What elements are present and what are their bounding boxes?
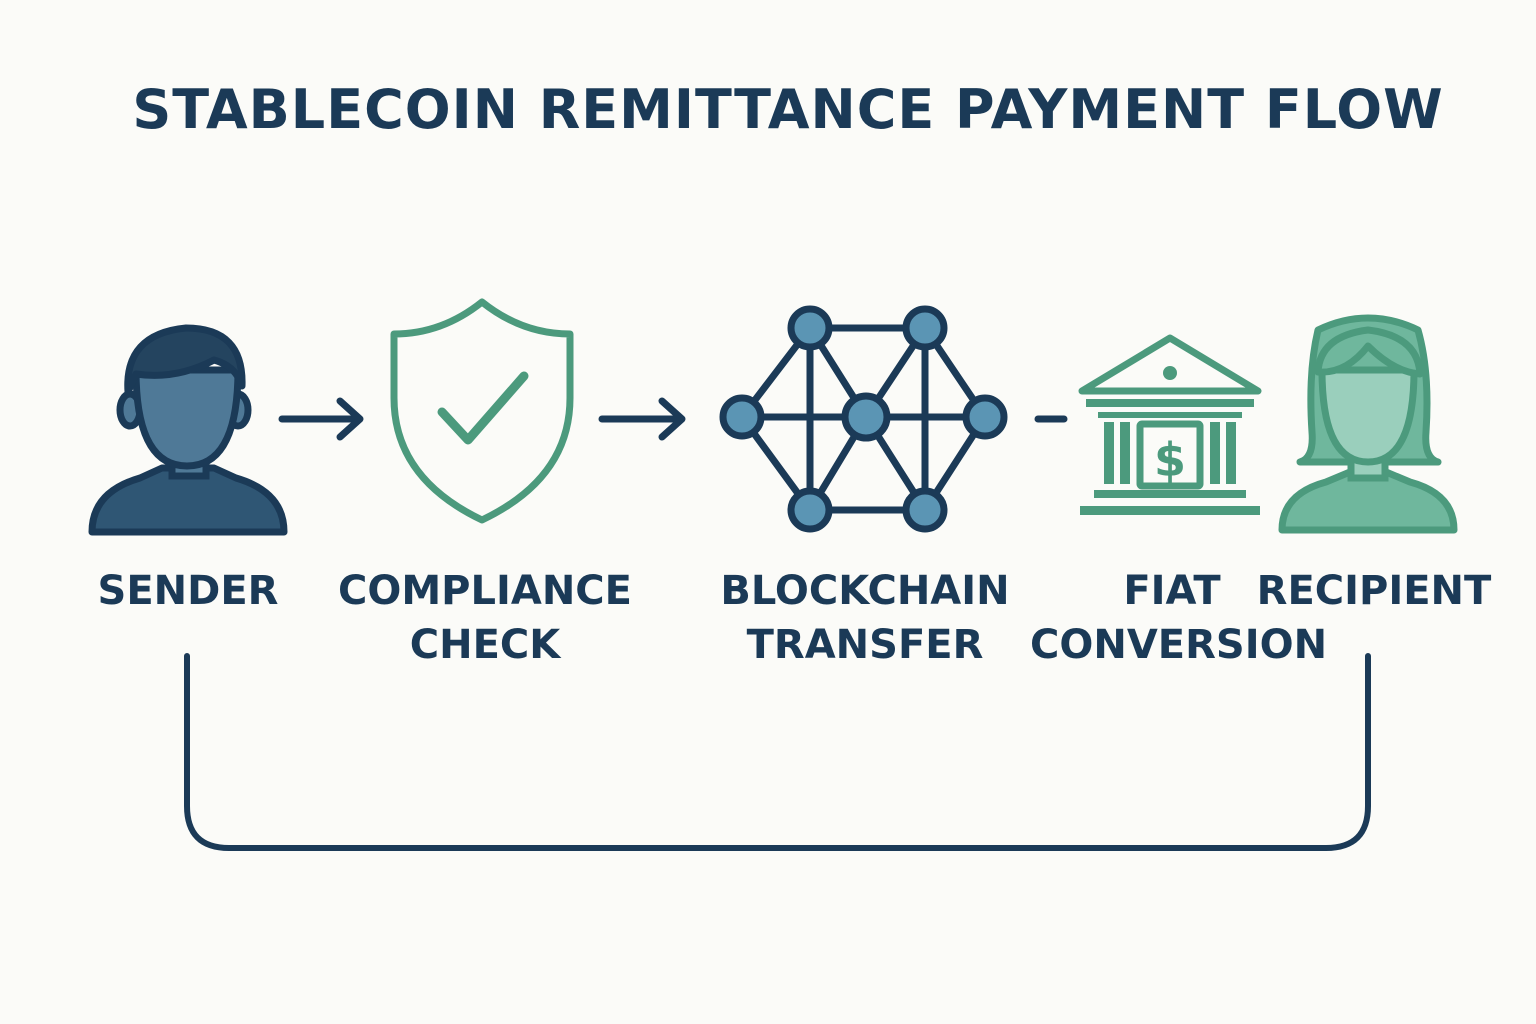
shield-check-icon [390, 298, 574, 524]
sender-person-icon [88, 324, 288, 536]
bank-dollar-icon: $ [1078, 334, 1262, 515]
step-label-line: RECIPIENT [1256, 568, 1492, 614]
recipient-person-icon [1278, 314, 1458, 534]
step-label-sender: SENDER [88, 564, 288, 618]
svg-text:$: $ [1154, 433, 1186, 487]
step-label-line: FIAT [1123, 568, 1221, 614]
diagram-title: STABLECOIN REMITTANCE PAYMENT FLOW [132, 78, 1444, 141]
step-label-line: CONVERSION [1030, 622, 1328, 668]
step-label-recipient: RECIPIENT [1256, 564, 1492, 618]
step-label-line: COMPLIANCE [338, 568, 632, 614]
step-label-line: BLOCKCHAIN [720, 568, 1010, 614]
connector-sender-to-recipient [184, 653, 1371, 851]
network-icon [719, 305, 1008, 533]
step-label-line: SENDER [97, 568, 279, 614]
step-label-blockchain: BLOCKCHAIN TRANSFER [700, 564, 1030, 672]
arrow-compliance-to-blockchain [598, 397, 686, 441]
step-label-fiat: FIAT CONVERSION [1030, 564, 1328, 672]
step-label-line: CHECK [409, 622, 561, 668]
arrow-sender-to-compliance [278, 397, 364, 441]
step-label-line: TRANSFER [746, 622, 984, 668]
step-label-compliance: COMPLIANCE CHECK [320, 564, 650, 672]
